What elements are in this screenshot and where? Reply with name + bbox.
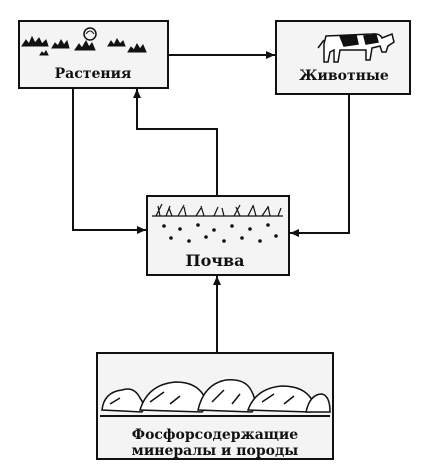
- animals-label: Животные: [299, 68, 389, 84]
- plants-label: Растения: [55, 66, 132, 82]
- arrow-plants-to-soil: [72, 88, 146, 234]
- cow-icon: [317, 32, 395, 63]
- soil-label: Почва: [186, 251, 245, 270]
- arrow-animals-to-soil: [290, 94, 350, 237]
- soil-node: Почва: [146, 195, 290, 276]
- grass-icon: [152, 203, 283, 217]
- soil-particles: [162, 223, 278, 243]
- animals-node: Животные: [275, 20, 411, 95]
- minerals-label-line2: минералы и породы: [132, 443, 299, 459]
- rocks-icon: [100, 379, 331, 417]
- plants-node: Растения: [18, 20, 169, 89]
- arrow-soil-to-plants: [133, 89, 218, 196]
- minerals-node: Фосфорсодержащие минералы и породы: [96, 352, 334, 460]
- minerals-label-line1: Фосфорсодержащие: [132, 427, 299, 443]
- plants-icon: [21, 27, 147, 56]
